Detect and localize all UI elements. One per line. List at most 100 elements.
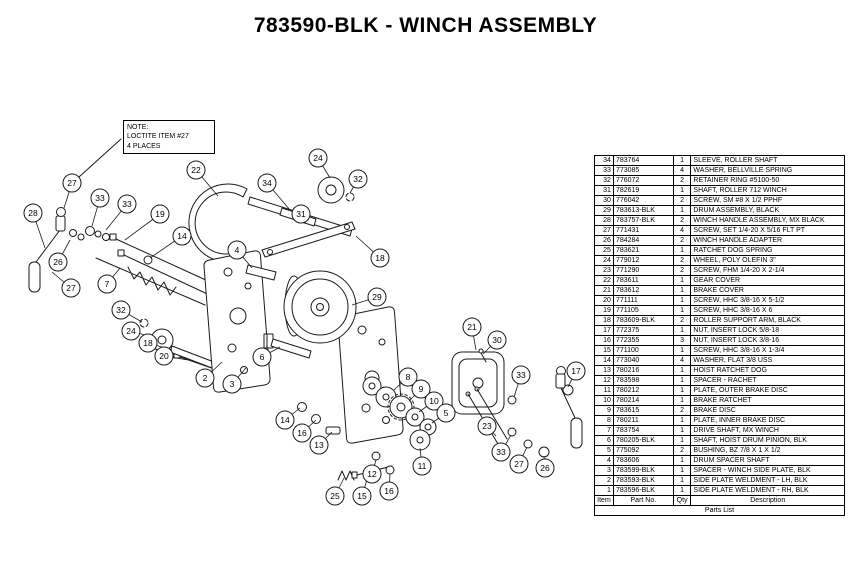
callout-balloon: 26 [48,239,71,272]
callout-balloon: 14 [275,407,301,430]
callout-balloon: 19 [124,204,170,241]
balloon-number: 11 [418,461,427,471]
callout-balloon: 33 [90,188,110,227]
balloon-number: 23 [482,421,492,431]
balloon-number: 27 [66,283,76,293]
balloon-number: 33 [496,447,506,457]
header-item: Item [594,495,614,506]
balloon-number: 25 [330,491,340,501]
balloon-number: 19 [155,209,165,219]
callout-balloon: 9 [408,379,431,402]
balloon-number: 5 [444,408,449,418]
balloon-number: 26 [53,257,63,267]
callout-balloon: 33 [105,194,137,231]
callout-balloon: 10 [418,391,444,413]
balloon-number: 14 [177,231,187,241]
table-header-row: Item Part No. Qty Description [594,495,845,506]
callout-balloon: 27 [509,446,529,474]
callout-balloon: 2 [195,361,223,388]
page-title: 783590-BLK - WINCH ASSEMBLY [253,14,598,37]
balloon-number: 18 [143,338,153,348]
note-line: NOTE: [127,124,149,131]
balloon-number: 10 [429,396,439,406]
table-caption: Parts List [594,505,845,516]
callout-balloon: 3 [222,367,247,394]
callout-balloon: 4 [227,240,253,269]
balloon-number: 30 [492,335,502,345]
callout-balloon: 23 [477,416,497,437]
callout-balloon: 17 [566,361,586,388]
callout-balloon: 30 [482,330,507,355]
callout-balloon: 33 [511,365,531,398]
callout-balloon: 25 [325,477,345,506]
callout-balloon: 28 [23,203,46,249]
callout-balloon: 33 [491,434,512,462]
table-caption-row: Parts List [594,505,845,516]
callout-balloon: 13 [309,431,333,455]
callout-balloon: 32 [111,300,143,323]
balloon-number: 2 [203,373,208,383]
callout-balloon: 12 [362,459,382,484]
callout-balloon: 16 [292,419,317,443]
balloon-number: 8 [406,372,411,382]
callout-balloon: 34 [257,173,291,211]
callout-balloon: 27 [62,173,82,209]
callout-balloon: 6 [252,346,281,367]
callout-balloon: 31 [291,204,311,225]
balloon-number: 9 [419,384,424,394]
callout-balloon: 27 [51,271,81,298]
balloon-number: 32 [353,174,363,184]
balloon-number: 6 [260,352,265,362]
balloon-number: 3 [230,379,235,389]
callout-balloon: 32 [348,169,368,194]
balloon-number: 7 [105,279,110,289]
note-box: NOTE: LOCTITE ITEM #27 4 PLACES [123,120,215,155]
note-line: LOCTITE ITEM #27 [127,133,189,141]
balloon-number: 17 [571,366,581,376]
balloon-number: 13 [314,440,324,450]
callout-balloon: 15 [352,475,372,506]
balloon-number: 26 [540,463,550,473]
balloon-number: 27 [67,178,77,188]
callout-balloon: 5 [431,403,456,424]
balloon-number: 33 [122,199,132,209]
balloon-number: 16 [384,486,394,496]
callout-balloon: 7 [97,267,121,294]
callout-balloon: 18 [355,235,390,268]
callout-balloon: 24 [308,148,331,179]
balloon-number: 29 [372,292,382,302]
balloon-number: 22 [191,165,201,175]
balloon-number: 15 [357,491,367,501]
note-line: 4 PLACES [127,142,161,150]
balloon-number: 31 [296,209,306,219]
callout-balloon: 22 [186,160,219,197]
balloon-number: 34 [262,178,272,188]
callout-balloon: 29 [351,287,387,307]
